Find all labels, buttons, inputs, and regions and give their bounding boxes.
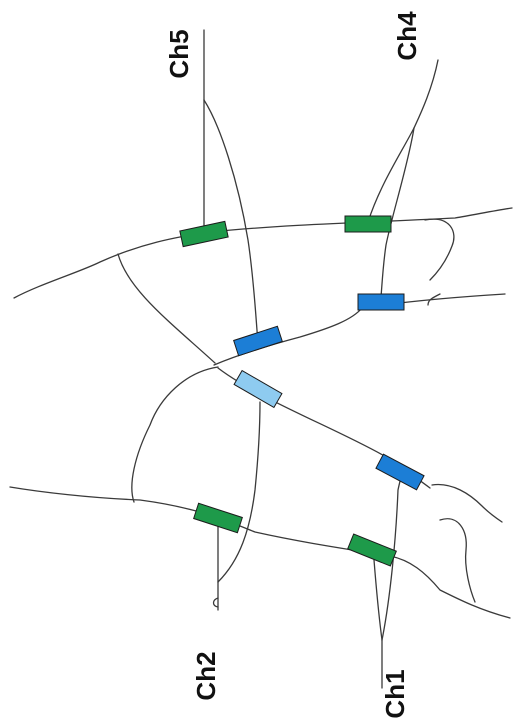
channel-labels: Ch5 Ch4 Ch2 Ch1 — [164, 11, 422, 719]
ch2-accel-sensor — [233, 369, 283, 409]
lower-limb-tip-contour-2 — [439, 518, 476, 603]
ch4-emg-sensor — [344, 215, 392, 233]
upper-limb-join-curve — [117, 253, 216, 364]
ch4-lead-to-emg — [367, 127, 415, 223]
ch1-emg-sensor — [347, 533, 397, 567]
ch5-emg-sensor — [179, 220, 229, 248]
emg-sensors — [179, 215, 397, 567]
ch5-lead-to-accel — [203, 99, 259, 344]
ch2-emg-sensor — [193, 502, 243, 534]
lower-limb-tip-contour-1 — [431, 483, 503, 523]
label-ch1: Ch1 — [380, 669, 410, 718]
ch2-lead-hook — [212, 597, 219, 608]
ch2-lead-to-accel — [217, 401, 261, 583]
upper-limb-tip-loop — [424, 218, 455, 281]
label-ch5: Ch5 — [164, 29, 194, 78]
ch1-lead-to-emg — [373, 559, 383, 641]
upper-limb-tip-hook — [427, 293, 441, 306]
label-ch4: Ch4 — [392, 11, 422, 61]
label-ch2: Ch2 — [191, 651, 221, 700]
upper-limb-edge-left — [13, 207, 513, 299]
lower-limb-join-curve — [131, 366, 219, 503]
ch5-accel-sensor — [233, 325, 283, 357]
ch4-accel-sensor — [357, 293, 405, 311]
ch4-lead-trunk — [413, 59, 439, 129]
ch4-lead-to-accel — [380, 127, 415, 298]
ch1-accel-sensor — [375, 453, 425, 491]
cable-leads — [203, 29, 439, 689]
lower-limb-edge-left — [9, 486, 511, 619]
accel-sensors — [233, 293, 425, 491]
